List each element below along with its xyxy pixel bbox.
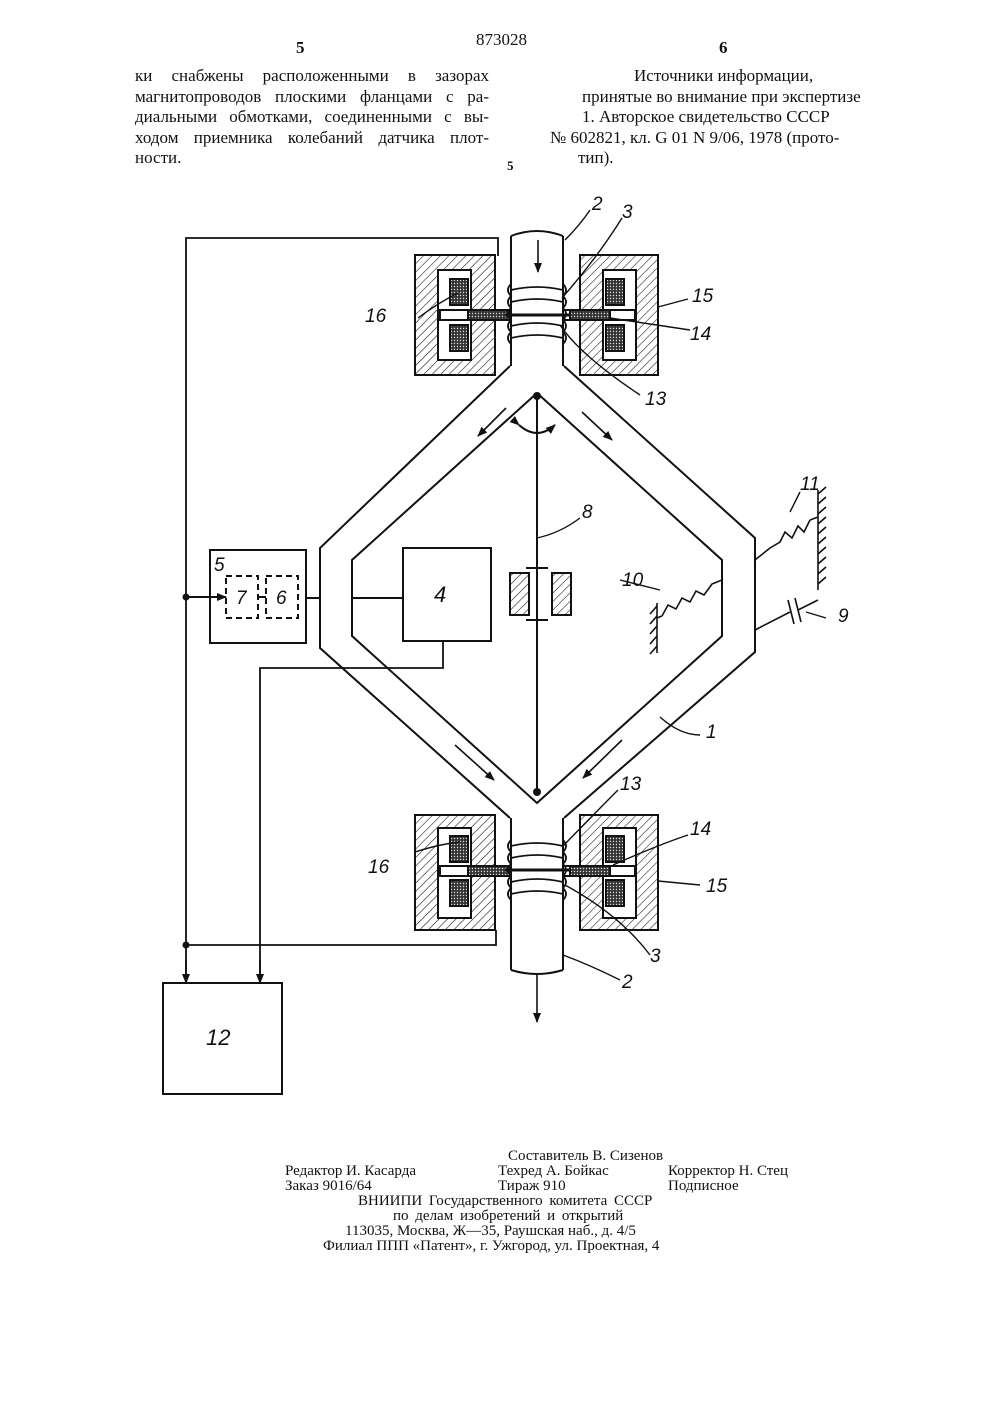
label-3-top: 3 [622, 202, 633, 223]
footer-corrector: Корректор Н. Стец [668, 1163, 788, 1179]
label-13-bottom: 13 [620, 774, 642, 795]
footer-compiler: Составитель В. Сизенов [508, 1148, 663, 1164]
spring-11 [755, 487, 826, 590]
footer-editor: Редактор И. Касарда [285, 1163, 416, 1179]
label-12: 12 [206, 1025, 230, 1050]
label-2-bottom: 2 [621, 972, 633, 993]
label-1: 1 [706, 722, 717, 743]
bellows-top [505, 284, 569, 344]
footer-branch: Филиал ППП «Патент», г. Ужгород, ул. Про… [323, 1238, 659, 1254]
label-13-top: 13 [645, 389, 667, 410]
pivot-bottom [533, 788, 541, 796]
footer-org2: по делам изобретений и открытий [393, 1208, 623, 1224]
footer-circulation: Тираж 910 [498, 1178, 566, 1194]
label-14-top: 14 [690, 324, 711, 345]
label-7: 7 [236, 588, 248, 609]
label-15-bottom: 15 [706, 876, 728, 897]
magnet-top-left [415, 255, 510, 375]
label-5: 5 [214, 555, 225, 576]
block-4 [403, 548, 491, 641]
label-2-top: 2 [591, 194, 603, 215]
label-14-bottom: 14 [690, 819, 711, 840]
spring-10 [650, 580, 722, 654]
label-8: 8 [582, 502, 593, 523]
label-15-top: 15 [692, 286, 714, 307]
magnet-bottom-left [415, 815, 510, 930]
label-16-bottom: 16 [368, 857, 390, 878]
footer-techred: Техред А. Бойкас [498, 1163, 609, 1179]
label-4: 4 [434, 582, 446, 607]
pipe-bottom [511, 818, 563, 974]
footer-order: Заказ 9016/64 [285, 1178, 372, 1194]
torsion-axis [510, 396, 571, 792]
label-10: 10 [622, 570, 644, 591]
footer-subscription: Подписное [668, 1178, 739, 1194]
footer-address: 113035, Москва, Ж—35, Раушская наб., д. … [345, 1223, 636, 1239]
bellows-bottom [505, 840, 569, 900]
label-9: 9 [838, 606, 849, 627]
label-16-top: 16 [365, 306, 387, 327]
magnet-top-right [563, 255, 658, 375]
label-11: 11 [800, 474, 820, 495]
damper-9 [755, 598, 818, 630]
footer-org: ВНИИПИ Государственного комитета СССР [358, 1193, 652, 1209]
label-3-bottom: 3 [650, 946, 661, 967]
label-6: 6 [276, 588, 287, 609]
pivot-top [533, 392, 541, 400]
